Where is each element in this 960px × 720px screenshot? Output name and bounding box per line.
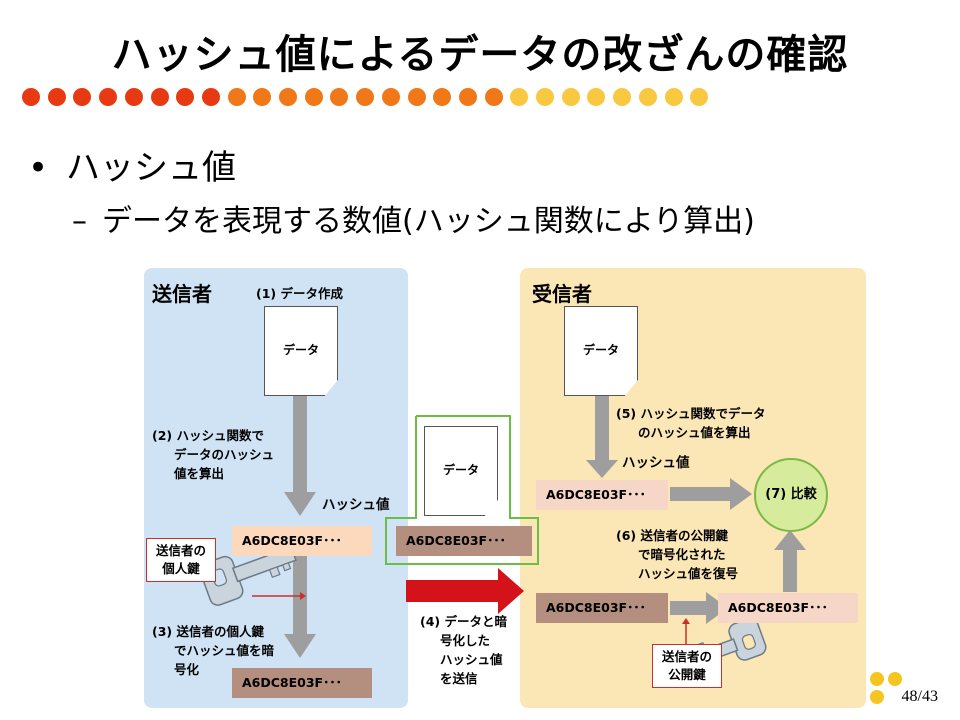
hash-verification-diagram: 送信者 (1) データ作成 データ (2) ハッシュ関数で データのハッシュ 値… [140,266,870,710]
bullet-text: ハッシュ値 [66,148,236,188]
step6-line1: (6) 送信者の公開鍵 [616,528,728,543]
receiver-document-label: データ [582,343,619,357]
transmitted-packet-outline [384,414,540,565]
public-key-line2: 公開鍵 [668,667,706,682]
receiver-hash-value-label: ハッシュ値 [622,455,690,471]
step6-line2: で暗号化された [638,547,726,562]
decorative-dot [201,88,220,106]
decorative-dot [690,88,709,106]
decorative-dot [330,88,349,106]
corner-dot [870,672,884,686]
sender-encrypted-hash-box: A6DC8E03F･･･ [232,668,372,698]
sender-document: データ [264,306,338,396]
decorative-dot [613,88,632,106]
sub-bullet-mark: – [72,204,87,239]
step5-label: (5) ハッシュ関数でデータ のハッシュ値を算出 [616,404,765,442]
decorative-dot [407,88,426,106]
sender-hash-box: A6DC8E03F･･･ [232,526,372,556]
private-key-label: 送信者の 個人鍵 [146,538,216,582]
step3-label: (3) 送信者の個人鍵 でハッシュ値を暗 号化 [152,622,274,679]
step3-line2: でハッシュ値を暗 [174,643,275,658]
sub-bullet-text: データを表現する数値(ハッシュ関数により算出) [102,204,755,239]
transmitted-encrypted-hash-box: A6DC8E03F･･･ [396,526,532,556]
decorative-dot [561,88,580,106]
decorative-dot [124,88,143,106]
step1-label: (1) データ作成 [256,286,343,301]
step2-label: (2) ハッシュ関数で データのハッシュ 値を算出 [152,426,274,483]
step2-line3: 値を算出 [174,466,225,481]
step3-line1: (3) 送信者の個人鍵 [152,624,264,639]
receiver-decrypted-hash-box: A6DC8E03F･･･ [718,593,858,623]
step4-line2: 号化した [440,633,491,648]
decorative-dot [458,88,477,106]
sender-hash-value-label: ハッシュ値 [322,497,390,513]
decorative-dot [484,88,503,106]
receiver-encrypted-hash-box: A6DC8E03F･･･ [536,593,668,623]
decorative-dot [253,88,272,106]
decorative-dot [536,88,554,106]
decorative-dot [510,88,529,106]
step4-label: (4) データと暗 号化した ハッシュ値 を送信 [420,612,507,688]
private-key-line1: 送信者の [155,543,206,558]
bullet-mark: • [28,148,49,188]
decorative-dot [150,88,169,106]
receiver-computed-hash-box: A6DC8E03F･･･ [536,480,668,510]
public-key-line1: 送信者の [661,649,712,664]
decorative-dot [356,88,375,106]
corner-dots [870,672,910,708]
sender-title: 送信者 [152,282,212,306]
decorative-dot [22,88,40,106]
corner-dot [870,690,884,704]
decorative-dot [227,88,246,106]
decorative-dot [433,88,452,106]
step5-line1: (5) ハッシュ関数でデータ [616,406,766,421]
step5-line2: のハッシュ値を算出 [638,425,751,440]
step2-line2: データのハッシュ [174,447,275,462]
step4-line3: ハッシュ値 [440,652,503,667]
receiver-title: 受信者 [532,282,592,306]
step4-line4: を送信 [440,671,478,686]
transmitted-document: データ [424,426,498,516]
step6-label: (6) 送信者の公開鍵 で暗号化された ハッシュ値を復号 [616,526,738,583]
decorative-dot [381,88,400,106]
page-number: 48/43 [901,688,938,705]
compare-circle: (7) 比較 [754,458,828,532]
receiver-document: データ [564,306,638,396]
decorative-dot [664,88,683,106]
decorative-dot [304,88,323,106]
decorative-dot [47,88,66,106]
private-key-line2: 個人鍵 [162,561,200,576]
transmitted-document-label: データ [442,463,479,477]
decorative-dot [587,88,606,106]
public-key-label: 送信者の 公開鍵 [652,644,722,688]
decorative-dot [176,88,195,106]
step2-line1: (2) ハッシュ関数で [152,428,264,443]
slide-title: ハッシュ値によるデータの改ざんの確認 [111,32,849,78]
decorative-dot [99,88,118,106]
decorative-dot [638,88,657,106]
packet-outline-shape [385,415,539,565]
bullet-hash-value: • ハッシュ値 [28,140,236,189]
sender-document-label: データ [282,343,319,357]
step4-line1: (4) データと暗 [420,614,507,629]
sub-bullet-definition: –データを表現する数値(ハッシュ関数により算出) [72,196,755,240]
decorative-dot [73,88,92,106]
step6-line3: ハッシュ値を復号 [638,566,739,581]
decorative-dot [279,88,297,106]
corner-dot [888,672,902,686]
step3-line3: 号化 [174,662,200,677]
